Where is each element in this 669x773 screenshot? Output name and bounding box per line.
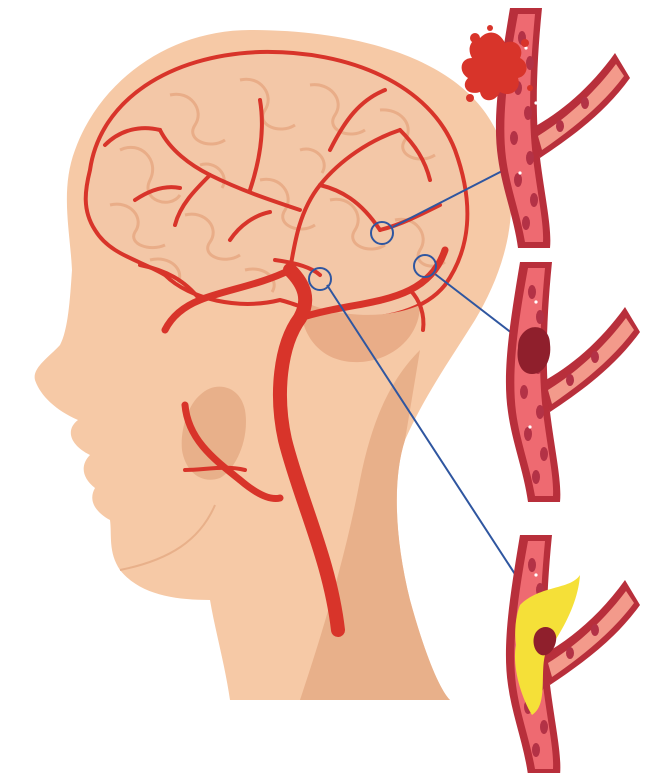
neck-branch — [185, 468, 245, 470]
vessel-clot — [506, 262, 640, 502]
closeup-clot — [506, 262, 640, 502]
closeup-plaque — [506, 535, 640, 773]
